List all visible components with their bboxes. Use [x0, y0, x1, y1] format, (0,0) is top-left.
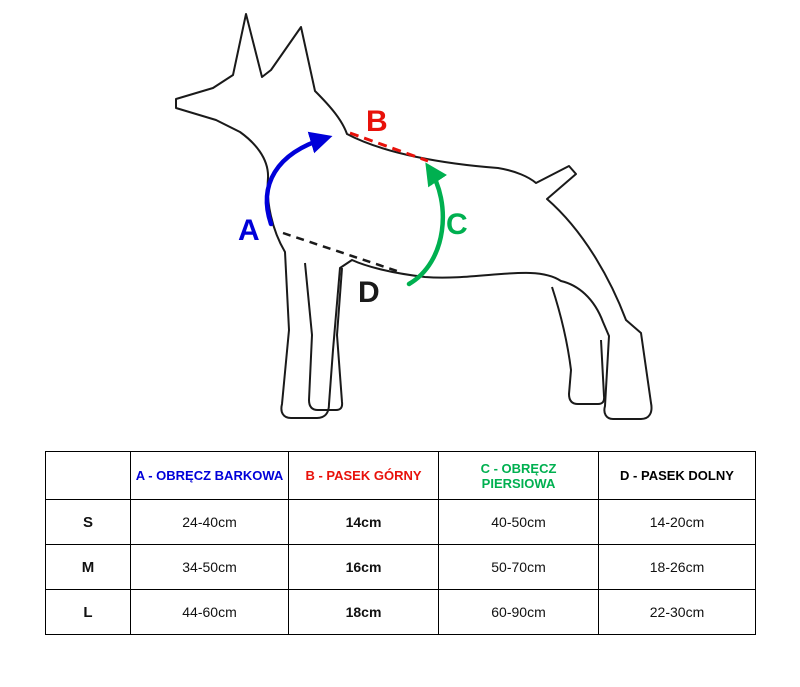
size-row-m: M 34-50cm 16cm 50-70cm 18-26cm [45, 544, 756, 590]
size-label-l: L [45, 589, 131, 635]
cell-s-c: 40-50cm [438, 499, 599, 545]
dog-far-rear-leg [551, 286, 606, 405]
dog-outline [175, 13, 653, 420]
header-blank [45, 451, 131, 500]
size-table-header-row: A - OBRĘCZ BARKOWA B - PASEK GÓRNY C - O… [45, 451, 756, 500]
cell-s-b: 14cm [288, 499, 439, 545]
measure-c-arrow [406, 162, 448, 287]
size-row-s: S 24-40cm 14cm 40-50cm 14-20cm [45, 499, 756, 545]
header-d-pasek-dolny: D - PASEK DOLNY [598, 451, 756, 500]
label-b: B [366, 105, 388, 138]
size-table: A - OBRĘCZ BARKOWA B - PASEK GÓRNY C - O… [45, 451, 756, 635]
measure-d-line [282, 231, 401, 274]
header-b-pasek-gorny: B - PASEK GÓRNY [288, 451, 439, 500]
label-a: A [238, 214, 260, 247]
label-d: D [358, 276, 380, 309]
label-c: C [446, 208, 468, 241]
dog-far-front-leg [304, 262, 344, 411]
cell-l-b: 18cm [288, 589, 439, 635]
cell-s-a: 24-40cm [130, 499, 289, 545]
cell-m-d: 18-26cm [598, 544, 756, 590]
cell-l-c: 60-90cm [438, 589, 599, 635]
header-a-obrecz-barkowa: A - OBRĘCZ BARKOWA [130, 451, 289, 500]
cell-s-d: 14-20cm [598, 499, 756, 545]
cell-m-c: 50-70cm [438, 544, 599, 590]
size-label-m: M [45, 544, 131, 590]
measure-a-arrow [264, 131, 333, 227]
size-label-s: S [45, 499, 131, 545]
cell-m-a: 34-50cm [130, 544, 289, 590]
size-row-l: L 44-60cm 18cm 60-90cm 22-30cm [45, 589, 756, 635]
dog-diagram-svg: A B C D [175, 13, 653, 420]
cell-l-d: 22-30cm [598, 589, 756, 635]
header-c-obrecz-piersiowa: C - OBRĘCZ PIERSIOWA [438, 451, 599, 500]
dog-harness-measurement-diagram: A B C D [175, 13, 653, 420]
cell-m-b: 16cm [288, 544, 439, 590]
cell-l-a: 44-60cm [130, 589, 289, 635]
